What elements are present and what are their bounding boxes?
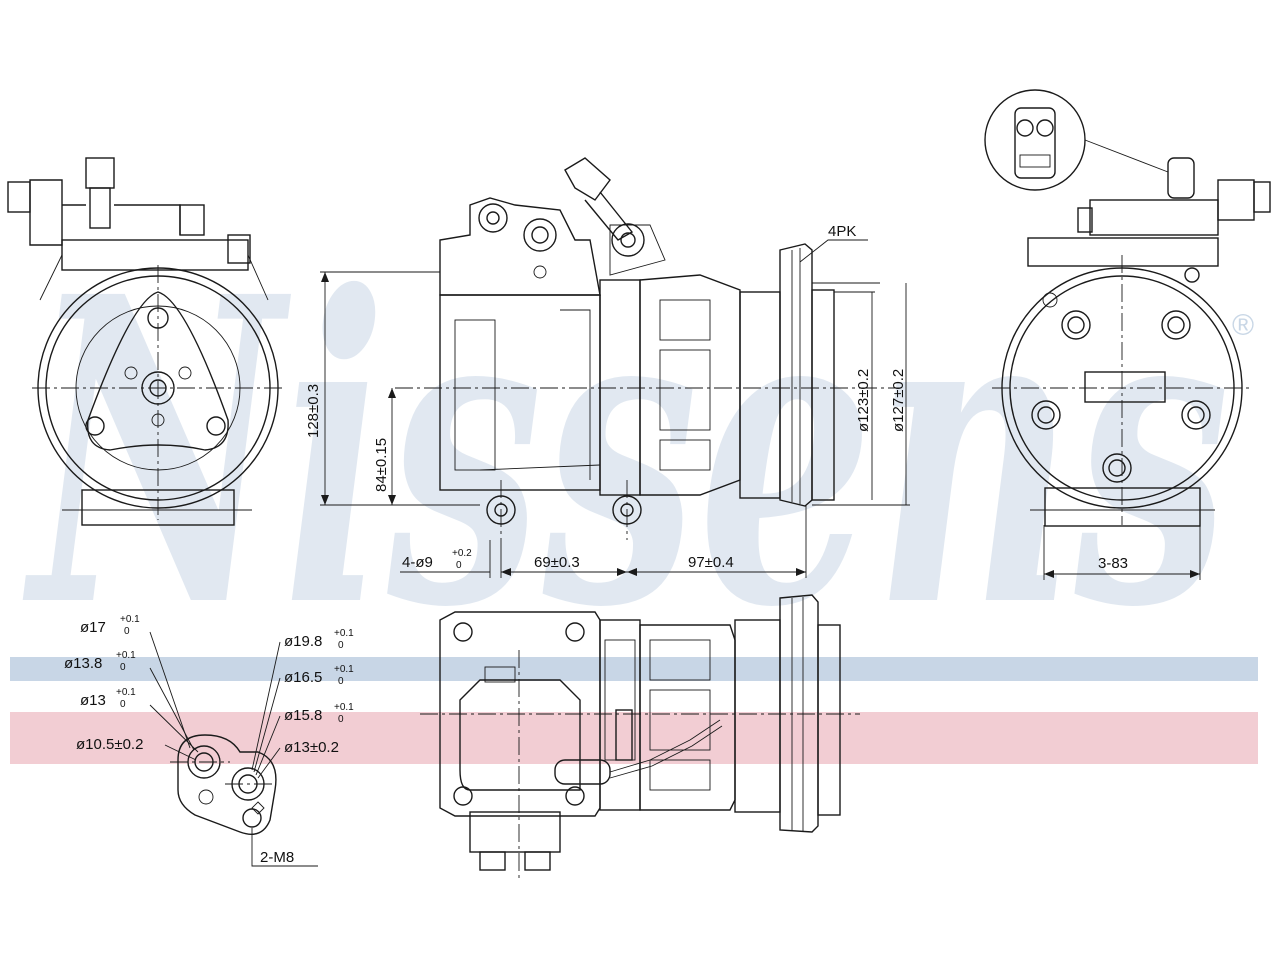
dim-length-front: 69±0.3: [534, 554, 580, 571]
brand-watermark: Nissens ®: [10, 207, 1258, 764]
left-port-dia-3-lower: 0: [120, 699, 126, 710]
left-port-dia-3: ø13: [80, 692, 106, 709]
right-port-dia-3: ø15.8: [284, 707, 322, 724]
right-port-dia-2: ø16.5: [284, 669, 322, 686]
front-view: [7, 157, 282, 526]
dim-height: 128±0.3: [305, 384, 322, 438]
dim-mount-holes-lower: 0: [456, 560, 462, 571]
blue-band: [10, 657, 1258, 681]
port-flange-view: ø17 +0.1 0 ø13.8 +0.1 0 ø13 +0.1 0 ø10.5…: [64, 614, 354, 867]
left-port-dia-2-upper: +0.1: [116, 650, 136, 661]
left-port-dia-2: ø13.8: [64, 655, 102, 672]
left-port-dia-1-upper: +0.1: [120, 614, 140, 625]
dim-mount-holes-upper: +0.2: [452, 548, 472, 559]
left-port-dia-4: ø10.5±0.2: [76, 736, 143, 753]
side-view: 128±0.3 84±0.15 4PK ø123±0.2 ø127±0.2 4-…: [305, 157, 910, 578]
pulley-type-label: 4PK: [828, 223, 856, 240]
right-port-dia-4: ø13±0.2: [284, 739, 339, 756]
top-view: [420, 594, 860, 880]
dim-length-rear: 97±0.4: [688, 554, 734, 571]
dim-axis-height: 84±0.15: [373, 438, 390, 492]
thread-label: 2-M8: [260, 849, 294, 866]
rear-view: 3-83: [984, 89, 1271, 580]
dim-rear-bolt-pattern: 3-83: [1098, 555, 1128, 572]
watermark-text: Nissens: [21, 207, 1230, 700]
left-port-dia-1: ø17: [80, 619, 106, 636]
dim-mount-holes: 4-ø9: [402, 554, 433, 571]
right-port-dia-2-lower: 0: [338, 676, 344, 687]
right-port-dia-1-upper: +0.1: [334, 628, 354, 639]
right-port-dia-3-lower: 0: [338, 714, 344, 725]
left-port-dia-1-lower: 0: [124, 626, 130, 637]
dim-pulley-outer: ø127±0.2: [890, 369, 907, 432]
right-port-dia-3-upper: +0.1: [334, 702, 354, 713]
connector-detail-circle: [984, 89, 1086, 191]
left-port-dia-3-upper: +0.1: [116, 687, 136, 698]
registered-mark: ®: [1232, 309, 1254, 342]
dim-pulley-inner: ø123±0.2: [855, 369, 872, 432]
right-port-dia-1: ø19.8: [284, 633, 322, 650]
left-port-dia-2-lower: 0: [120, 662, 126, 673]
right-port-dia-1-lower: 0: [338, 640, 344, 651]
right-port-dia-2-upper: +0.1: [334, 664, 354, 675]
